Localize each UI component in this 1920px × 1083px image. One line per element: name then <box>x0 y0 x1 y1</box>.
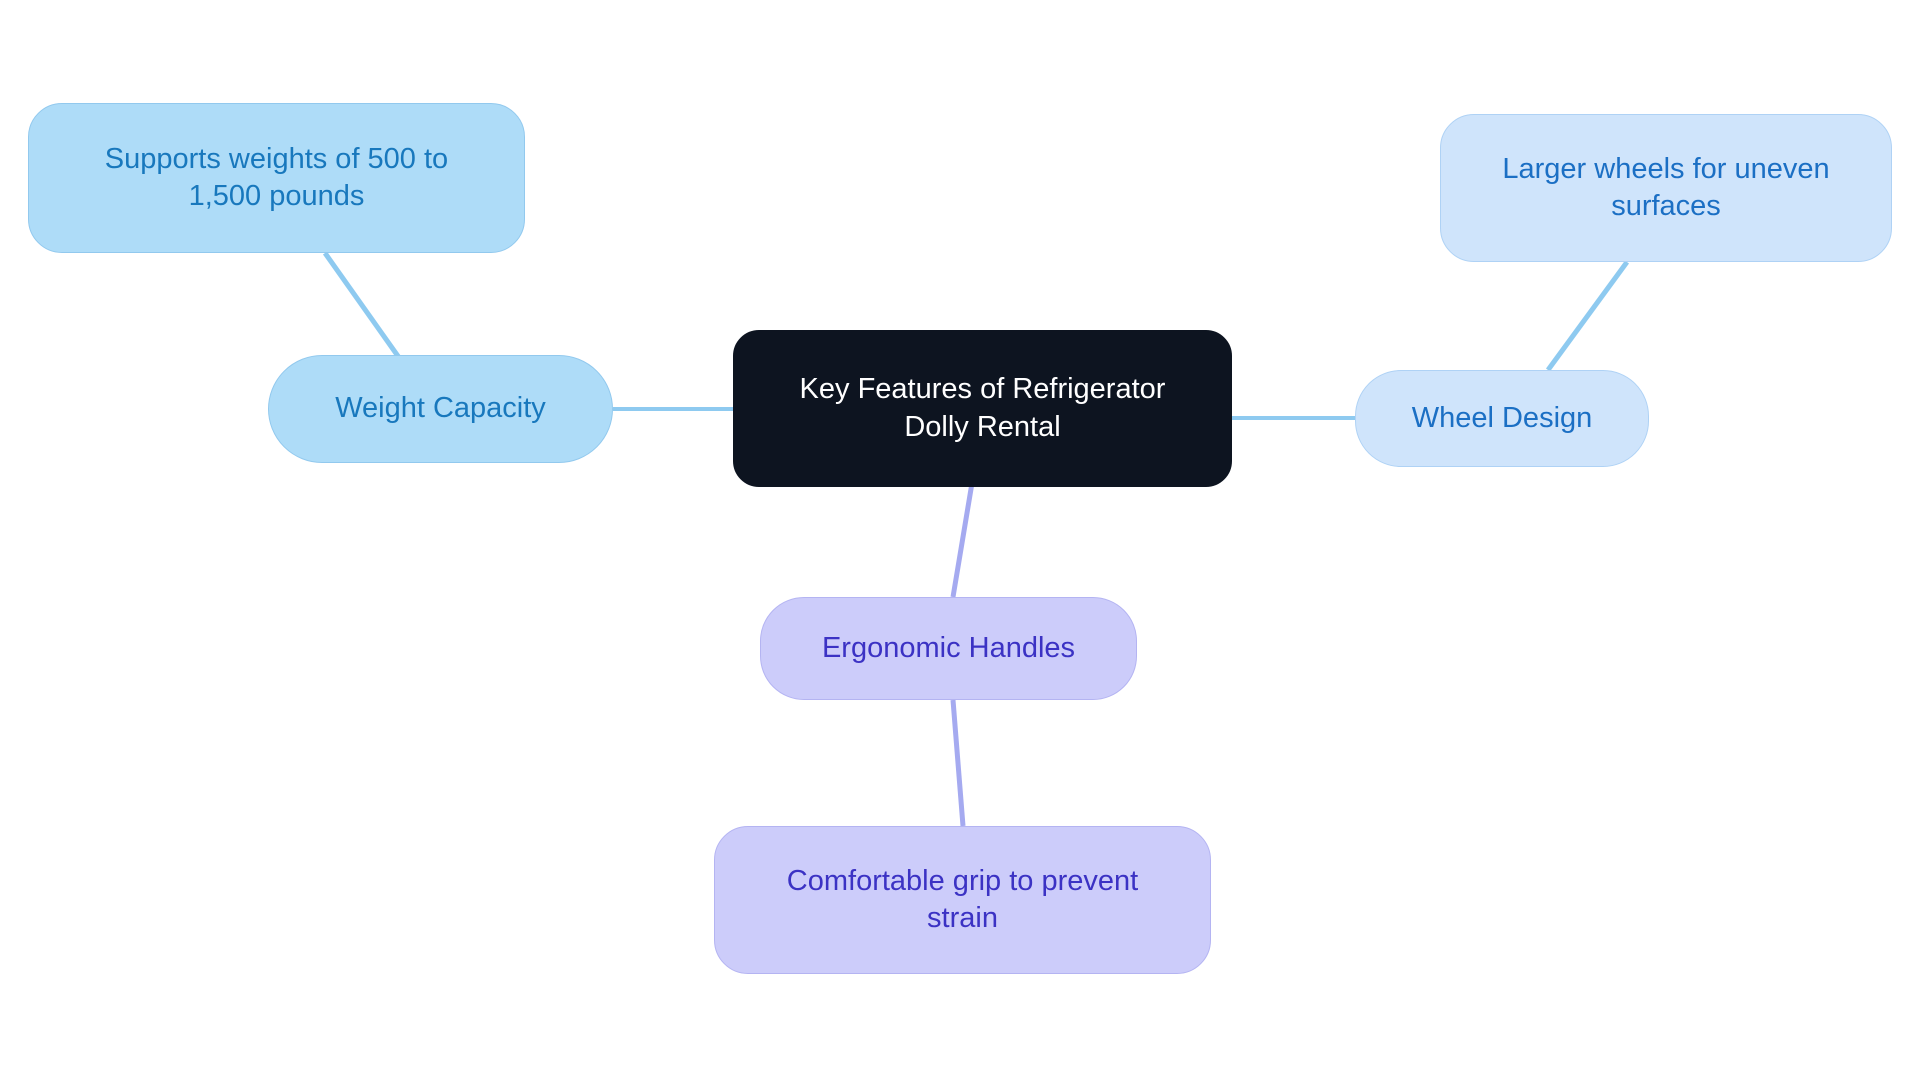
edge-wheel-design-to-detail <box>1545 260 1630 372</box>
node-ergonomic-handles-label: Ergonomic Handles <box>821 631 1076 664</box>
root-node[interactable]: Key Features of Refrigerator Dolly Renta… <box>733 330 1232 487</box>
node-ergonomic-handles-detail-label: Comfortable grip to prevent strain <box>786 864 1139 934</box>
node-weight-capacity[interactable]: Weight Capacity <box>268 355 613 463</box>
node-ergonomic-handles-detail[interactable]: Comfortable grip to prevent strain <box>714 826 1211 974</box>
node-wheel-design[interactable]: Wheel Design <box>1355 370 1649 467</box>
node-wheel-design-label: Wheel Design <box>1411 401 1593 434</box>
node-wheel-design-detail[interactable]: Larger wheels for uneven surfaces <box>1440 114 1892 262</box>
node-weight-capacity-detail-label: Supports weights of 500 to 1,500 pounds <box>104 142 449 212</box>
node-ergonomic-handles[interactable]: Ergonomic Handles <box>760 597 1137 700</box>
edge-root-to-ergonomic-handles <box>950 476 976 598</box>
node-weight-capacity-detail[interactable]: Supports weights of 500 to 1,500 pounds <box>28 103 525 253</box>
node-weight-capacity-label: Weight Capacity <box>335 392 546 425</box>
root-node-label: Key Features of Refrigerator Dolly Renta… <box>799 373 1166 443</box>
node-wheel-design-detail-label: Larger wheels for uneven surfaces <box>1502 152 1830 222</box>
edge-weight-capacity-to-detail <box>322 251 403 361</box>
edge-ergonomic-handles-to-detail <box>950 699 966 827</box>
